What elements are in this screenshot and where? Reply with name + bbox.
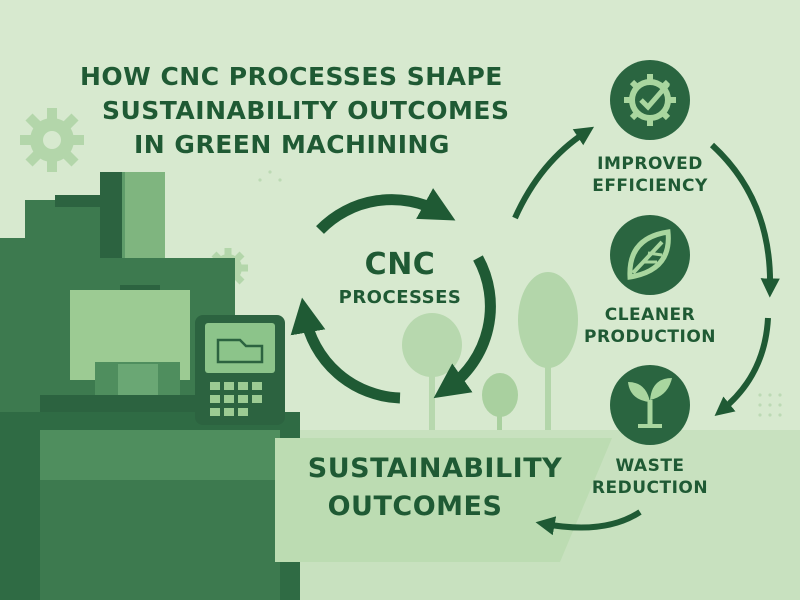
- cnc-machine-illustration: [0, 172, 300, 600]
- leaf-icon: [610, 215, 690, 295]
- gear-check-icon: [610, 60, 690, 140]
- step-label-1-line2: EFFICIENCY: [592, 176, 708, 196]
- step-label-3-line2: REDUCTION: [591, 478, 709, 498]
- flow-arrows: [512, 126, 780, 536]
- control-panel-illustration: [195, 315, 285, 425]
- step-label-2: CLEANER: [604, 305, 696, 325]
- dot-pattern: [258, 170, 782, 417]
- cnc-cycle-arrows: [290, 188, 496, 404]
- outcome-banner: [275, 438, 612, 562]
- processes-label: PROCESSES: [338, 287, 462, 308]
- step-label-2-line2: PRODUCTION: [584, 327, 716, 347]
- title-line-2: SUSTAINABILITY OUTCOMES: [102, 96, 510, 125]
- step-label-3: WASTE: [615, 456, 685, 476]
- outcome-label-line-1: SUSTAINABILITY: [307, 453, 563, 484]
- step-label-1: IMPROVED: [597, 154, 703, 174]
- outcome-label-line-2: OUTCOMES: [327, 491, 503, 522]
- gear-decoration-icon: [20, 108, 84, 172]
- cnc-label: CNC: [364, 247, 436, 282]
- sprout-icon: [610, 365, 690, 445]
- title-line-3: IN GREEN MACHINING: [134, 130, 450, 159]
- title-line-1: HOW CNC PROCESSES SHAPE: [80, 62, 503, 91]
